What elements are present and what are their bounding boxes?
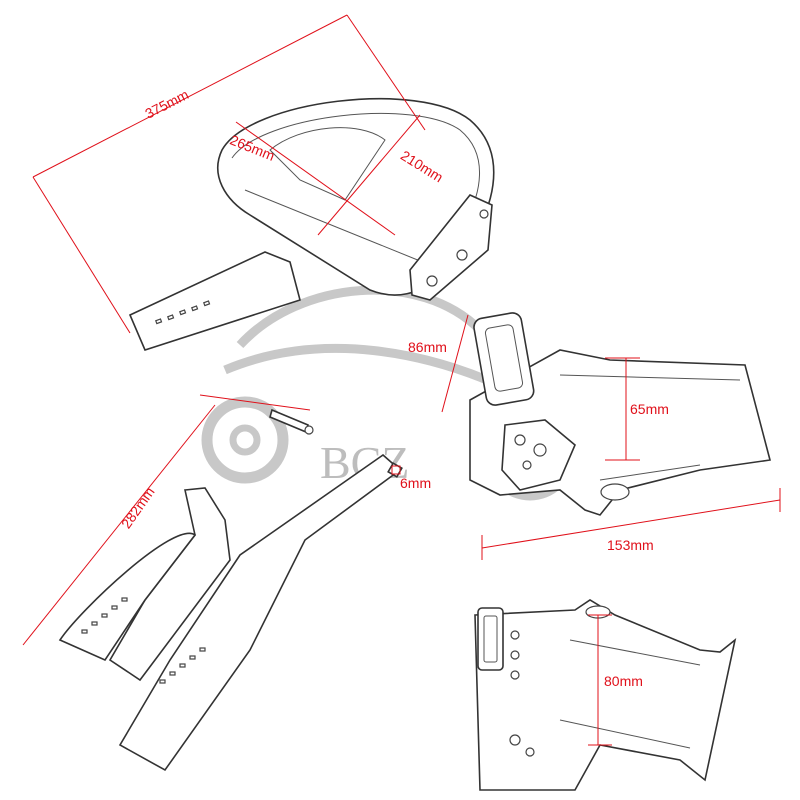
pad-bolt-3 — [479, 209, 489, 219]
pad-stitching-outer — [231, 112, 480, 221]
pad-strap — [128, 251, 301, 351]
bracket-bolt-2 — [533, 443, 547, 457]
bracket-bolt-1 — [514, 434, 526, 446]
pad-cushion — [217, 97, 495, 296]
dim-bracket-height-label: 65mm — [630, 401, 669, 417]
watermark-left-dot — [229, 424, 261, 456]
bracket-lower-line — [599, 464, 701, 481]
pad-side-plate — [409, 194, 493, 301]
strap-left-lower — [58, 532, 197, 662]
dim-bracket-depth: 86mm — [408, 314, 469, 413]
mount-bracket — [474, 599, 737, 791]
mount-clamp — [477, 607, 504, 671]
dim-bolt-diameter: 6mm — [391, 465, 431, 491]
bracket-mount-hole — [600, 483, 630, 501]
pad-bolt-1 — [426, 275, 438, 287]
strap-right-body — [118, 453, 402, 772]
mount-bolt-4 — [509, 734, 521, 746]
mount-clamp-inner — [483, 615, 498, 663]
pad-seam — [244, 189, 431, 266]
mount-bolt-5 — [525, 747, 535, 757]
mount-bolt-3 — [510, 670, 520, 680]
dim-bolt-diameter-label: 6mm — [400, 475, 431, 491]
strap-right — [118, 453, 403, 772]
side-bracket — [469, 312, 772, 516]
bolt-head — [304, 425, 314, 435]
watermark-swoosh-lower — [223, 343, 523, 400]
pad-bolt-2 — [456, 249, 468, 261]
pad-strap-holes — [155, 300, 211, 325]
bracket-edge-line — [559, 374, 741, 381]
dim-overall-length-label: 375mm — [142, 86, 191, 121]
backrest-pad — [128, 97, 495, 351]
strap-left — [58, 487, 231, 682]
dim-bracket-depth-label: 86mm — [408, 339, 447, 355]
bolt — [269, 408, 314, 435]
mount-bolt-1 — [510, 630, 520, 640]
bracket-clamp — [473, 312, 535, 406]
dim-bracket-length-label: 153mm — [607, 537, 654, 553]
pad-stitching-inner — [269, 127, 386, 201]
mount-plate — [474, 599, 737, 791]
dim-strap-length-label: 282mm — [118, 484, 158, 531]
watermark-swoosh-upper — [236, 285, 484, 349]
watermark-left-ring — [201, 396, 289, 484]
dim-bracket-length: 153mm — [481, 488, 781, 560]
dim-mount-height-label: 80mm — [604, 673, 643, 689]
dim-mount-height: 80mm — [588, 614, 643, 746]
strap-right-holes — [159, 647, 206, 684]
mount-edge-line — [569, 639, 701, 666]
dim-bracket-height: 65mm — [605, 357, 669, 461]
mount-lower-line — [559, 719, 691, 749]
bracket-bolt-3 — [522, 460, 532, 470]
mount-bolt-2 — [510, 650, 520, 660]
strap-left-holes — [81, 597, 128, 634]
bracket-clamp-inner — [484, 324, 524, 392]
